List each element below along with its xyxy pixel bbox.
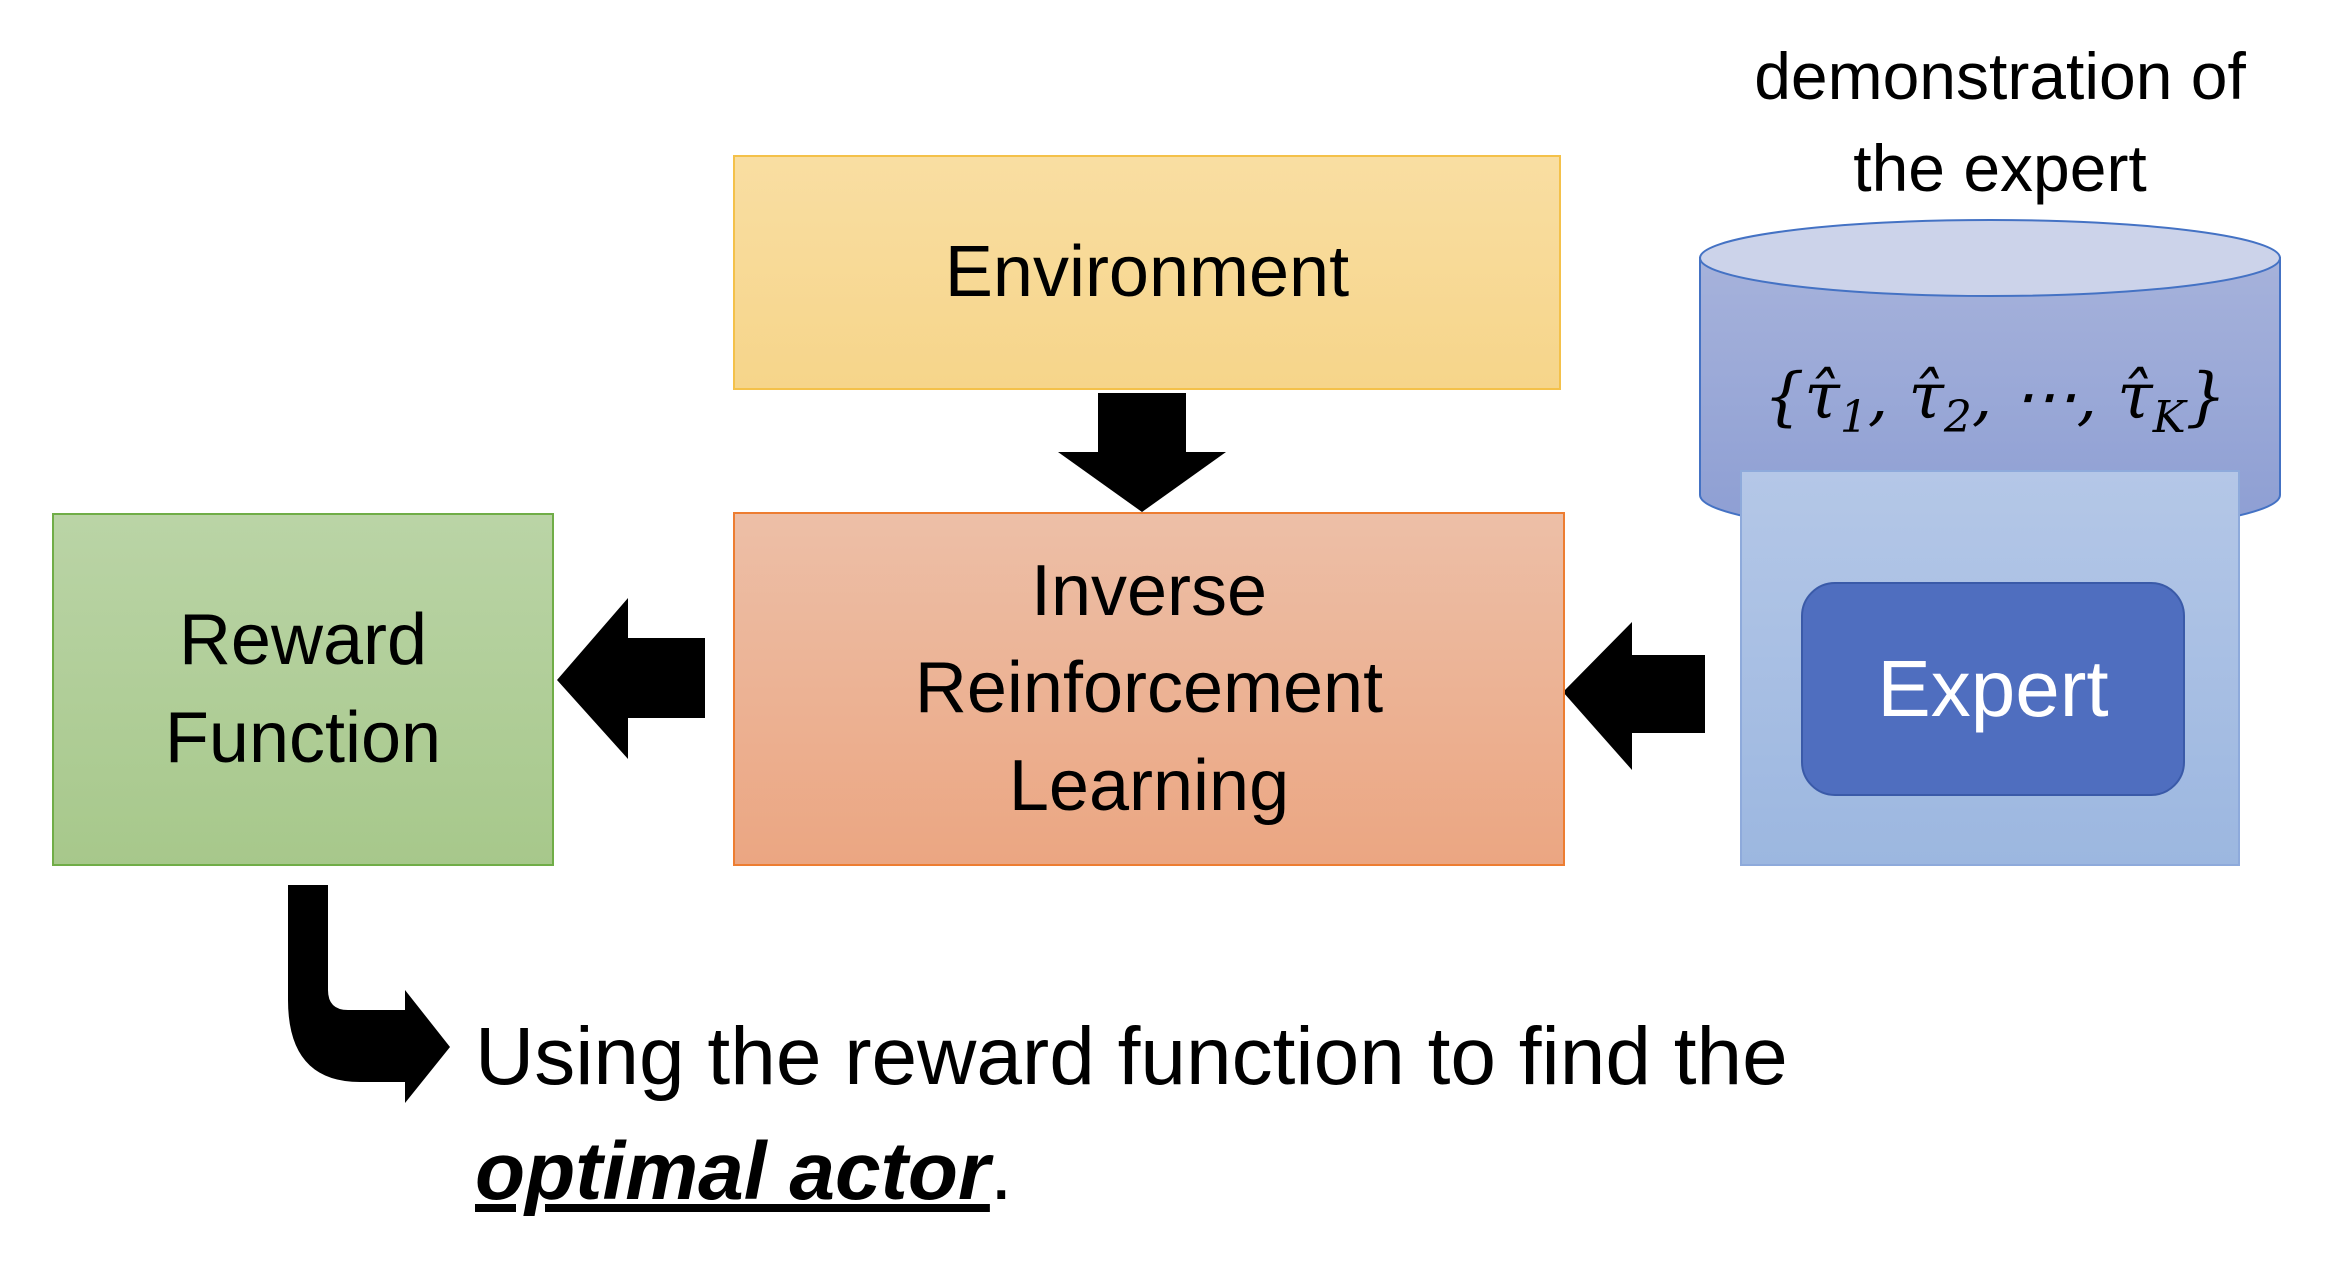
brace-close: } [2185, 360, 2227, 434]
trajectory-1: τ̂ [1804, 360, 1840, 434]
environment-label: Environment [944, 231, 1350, 312]
subscript-2: 2 [1943, 391, 1972, 443]
caption-end: . [989, 1125, 1013, 1217]
expert-label: Expert [1877, 644, 2109, 733]
ellipsis: ⋯ [2012, 360, 2077, 434]
brace-open: { [1763, 360, 1805, 434]
caption-emphasis: optimal actor [475, 1125, 990, 1217]
caption: Using the reward function to find the op… [475, 1000, 1788, 1230]
irl-label: Inverse Reinforcement Learning [914, 551, 1384, 826]
demonstration-label: demonstration of the expert [1754, 39, 2246, 206]
caption-text: Using the reward function to find the [475, 1011, 1788, 1102]
expert-node: Expert [1801, 582, 2185, 796]
subscript-1: 1 [1839, 391, 1868, 443]
trajectory-2: τ̂ [1908, 360, 1944, 434]
bent-arrow-icon [288, 885, 450, 1103]
demonstration-set: {τ̂1, τ̂2, ⋯, τ̂K} [1763, 360, 2227, 443]
reward-function-node: Reward Function [52, 513, 554, 866]
trajectory-k: τ̂ [2117, 360, 2153, 434]
irl-node: Inverse Reinforcement Learning [733, 512, 1565, 866]
subscript-k: K [2152, 391, 2186, 443]
arrow-down-icon [1058, 393, 1226, 512]
environment-node: Environment [733, 155, 1561, 390]
arrow-left-icon [557, 598, 705, 759]
arrow-left-icon [1563, 622, 1705, 770]
demonstration-cylinder [1699, 219, 2281, 536]
cylinder-top [1699, 219, 2281, 297]
reward-function-label: Reward Function [164, 600, 442, 778]
